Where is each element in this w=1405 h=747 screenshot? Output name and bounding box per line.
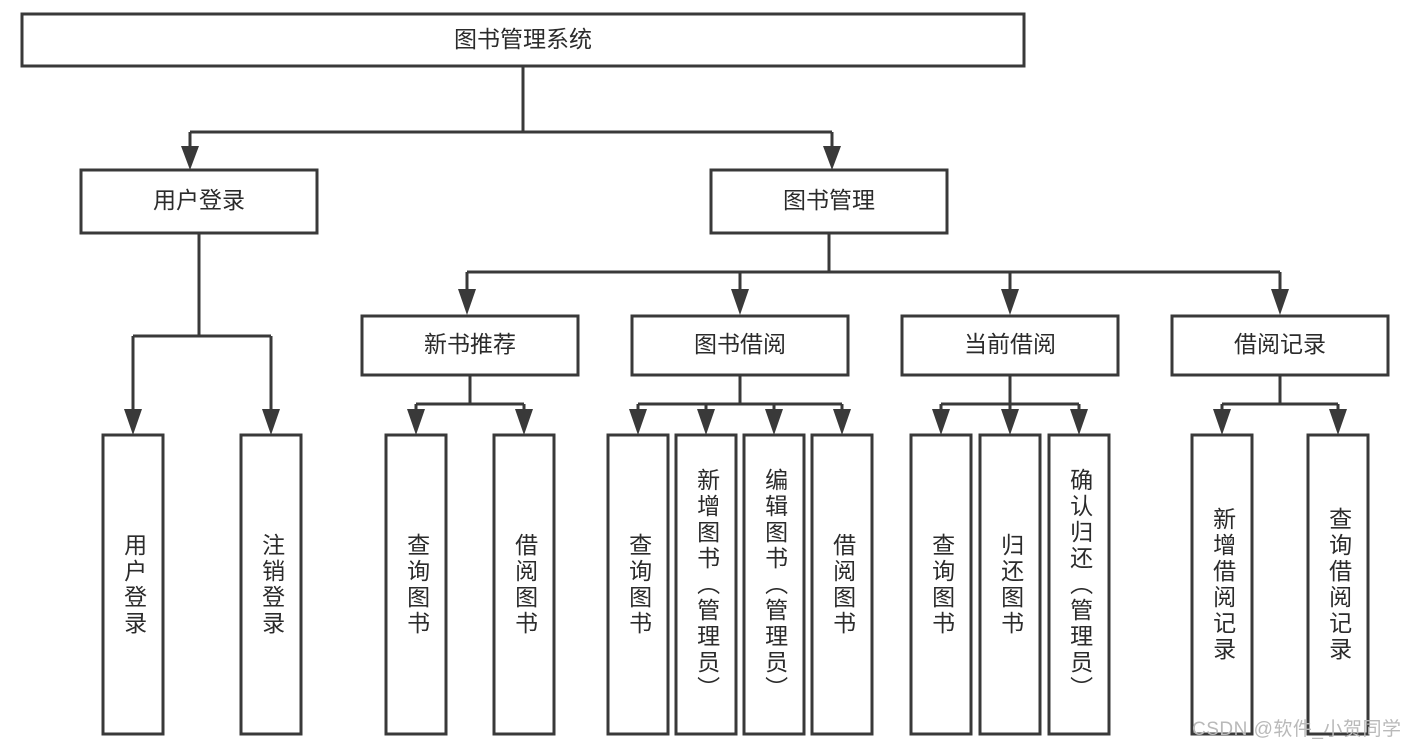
arrow-head-leaf-edit-book xyxy=(765,409,783,435)
arrow-head-current-borrow xyxy=(1001,289,1019,315)
node-user-login[interactable]: 用户登录 xyxy=(79,168,319,235)
leaf-boxes xyxy=(101,433,1370,736)
node-leaf-add-record[interactable] xyxy=(1190,433,1254,736)
node-current-borrow-label: 当前借阅 xyxy=(964,331,1056,357)
node-leaf-user-login[interactable] xyxy=(101,433,165,736)
arrow-head-leaf-query-book-cur xyxy=(932,409,950,435)
node-current-borrow[interactable]: 当前借阅 xyxy=(900,314,1120,377)
node-leaf-query-record[interactable] xyxy=(1306,433,1370,736)
node-book-manage-label: 图书管理 xyxy=(783,187,875,213)
connector-bookmanage-to-level3 xyxy=(458,233,1289,315)
connector-currentborrow-to-leaves xyxy=(932,375,1088,435)
node-new-book-rec[interactable]: 新书推荐 xyxy=(360,314,580,377)
node-leaf-return-book[interactable] xyxy=(978,433,1042,736)
arrow-head-leaf-query-book-rec xyxy=(407,409,425,435)
arrow-head-book-borrow xyxy=(731,289,749,315)
node-book-manage[interactable]: 图书管理 xyxy=(709,168,949,235)
arrow-head-leaf-logout-login xyxy=(262,409,280,435)
node-new-book-rec-label: 新书推荐 xyxy=(424,331,516,357)
connector-bookborrow-to-leaves xyxy=(629,375,851,435)
node-leaf-edit-book[interactable] xyxy=(742,433,806,736)
node-borrow-record[interactable]: 借阅记录 xyxy=(1170,314,1390,377)
connector-newbookrec-to-leaves xyxy=(407,375,533,435)
arrow-head-book-manage xyxy=(823,146,841,170)
node-leaf-borrow-book-rec[interactable] xyxy=(492,433,556,736)
connector-root-to-level2 xyxy=(181,66,841,170)
arrow-head-borrow-record xyxy=(1271,289,1289,315)
arrow-head-leaf-return-book xyxy=(1001,409,1019,435)
arrow-head-leaf-add-book xyxy=(697,409,715,435)
arrow-head-leaf-user-login xyxy=(124,409,142,435)
arrow-head-leaf-query-book-borrow xyxy=(629,409,647,435)
node-borrow-record-label: 借阅记录 xyxy=(1234,331,1326,357)
arrow-head-leaf-add-record xyxy=(1213,409,1231,435)
node-leaf-borrow-book[interactable] xyxy=(810,433,874,736)
arrow-head-leaf-confirm-return xyxy=(1070,409,1088,435)
node-root[interactable]: 图书管理系统 xyxy=(20,12,1026,68)
node-leaf-query-book-rec[interactable] xyxy=(384,433,448,736)
node-root-label: 图书管理系统 xyxy=(454,26,592,52)
connector-borrowrecord-to-leaves xyxy=(1213,375,1347,435)
node-leaf-add-book[interactable] xyxy=(674,433,738,736)
arrow-head-leaf-query-record xyxy=(1329,409,1347,435)
node-leaf-query-book-borrow[interactable] xyxy=(606,433,670,736)
arrow-head-leaf-borrow-book-rec xyxy=(515,409,533,435)
arrow-head-user-login xyxy=(181,146,199,170)
arrow-head-new-book-rec xyxy=(458,289,476,315)
node-leaf-logout-login[interactable] xyxy=(239,433,303,736)
connector-userlogin-to-leaves xyxy=(124,233,280,435)
node-leaf-confirm-return[interactable] xyxy=(1047,433,1111,736)
arrow-head-leaf-borrow-book xyxy=(833,409,851,435)
node-book-borrow-label: 图书借阅 xyxy=(694,331,786,357)
node-user-login-label: 用户登录 xyxy=(153,187,245,213)
node-book-borrow[interactable]: 图书借阅 xyxy=(630,314,850,377)
node-leaf-query-book-cur[interactable] xyxy=(909,433,973,736)
csdn-watermark: CSDN @软件_小贺同学 xyxy=(1192,719,1402,740)
